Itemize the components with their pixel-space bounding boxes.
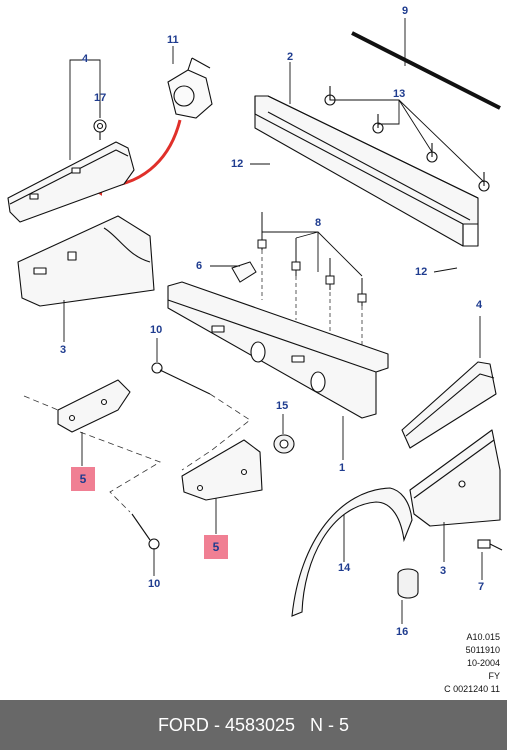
- part-4-trim-left: [7, 141, 135, 223]
- reference-code-1: A10.015: [466, 632, 500, 642]
- exploded-parts-diagram: 9 11 4 17 2 13 12 8 6 12 3 10 4 15 1 14 …: [7, 5, 503, 694]
- part-14-arch: [291, 487, 413, 617]
- callout-13: 13: [393, 88, 406, 100]
- part-8-studs: [257, 212, 367, 306]
- callout-15: 15: [276, 400, 289, 412]
- callout-6: 6: [196, 260, 203, 272]
- callout-10-top: 10: [150, 324, 163, 336]
- callout-3-left: 3: [60, 344, 67, 356]
- part-11-clip: [167, 57, 213, 119]
- part-3-panel-right: [409, 429, 501, 527]
- callout-1: 1: [339, 462, 346, 474]
- callout-11: 11: [167, 34, 179, 46]
- part-3-panel-left: [17, 215, 155, 307]
- reference-code-2: 5011910: [465, 645, 500, 655]
- callout-5-highlight-middle: 5: [204, 535, 228, 559]
- callout-4-right: 4: [476, 299, 483, 311]
- footer-brand: FORD: [157, 714, 209, 735]
- part-1-rail: [167, 281, 389, 419]
- callout-4-top: 4: [82, 53, 89, 65]
- part-13-bolts: [324, 86, 490, 192]
- part-4-trim-right: [401, 361, 497, 449]
- part-10-bolt-bottom: [131, 513, 160, 550]
- callout-3-right: 3: [440, 565, 447, 577]
- callout-7: 7: [478, 581, 485, 593]
- part-9-strip: [351, 31, 501, 110]
- footer-separator: -: [208, 714, 225, 735]
- callout-5-highlight-left: 5: [71, 467, 95, 491]
- reference-code-4: C 0021240 11: [444, 684, 500, 694]
- part-16-cap: [397, 568, 419, 599]
- callout-16: 16: [396, 626, 409, 638]
- callout-12-top: 12: [231, 158, 244, 170]
- callout-8: 8: [315, 217, 322, 229]
- part-footer-bar: FORD - 4583025 N - 5: [0, 700, 507, 750]
- part-17-pin: [93, 119, 107, 140]
- footer-item-number: N - 5: [310, 714, 350, 735]
- footer-gap: [295, 715, 310, 736]
- part-15-bushing: [273, 434, 295, 454]
- part-10-bolt-top: [151, 362, 211, 395]
- callout-14: 14: [338, 562, 351, 574]
- callout-17: 17: [94, 92, 107, 104]
- footer-part-number: 4583025: [224, 714, 296, 735]
- assembly-dashes-top: [261, 250, 363, 350]
- part-2-rail: [254, 86, 490, 247]
- reference-date: 10-2004: [466, 658, 500, 668]
- callout-12-mid: 12: [415, 266, 428, 278]
- callout-9: 9: [402, 5, 409, 17]
- part-6-bracket: [231, 261, 257, 283]
- assembly-dashes: [23, 393, 251, 513]
- leader-lines: [63, 18, 485, 624]
- callout-10-bottom: 10: [148, 578, 161, 590]
- part-5-bracket-middle: [181, 439, 263, 501]
- part-7-rivet: [477, 539, 503, 551]
- diagram-drawing: [7, 18, 503, 624]
- callout-2: 2: [287, 51, 294, 63]
- part-5-bracket-left: [57, 379, 131, 433]
- reference-code-3: FY: [488, 671, 500, 681]
